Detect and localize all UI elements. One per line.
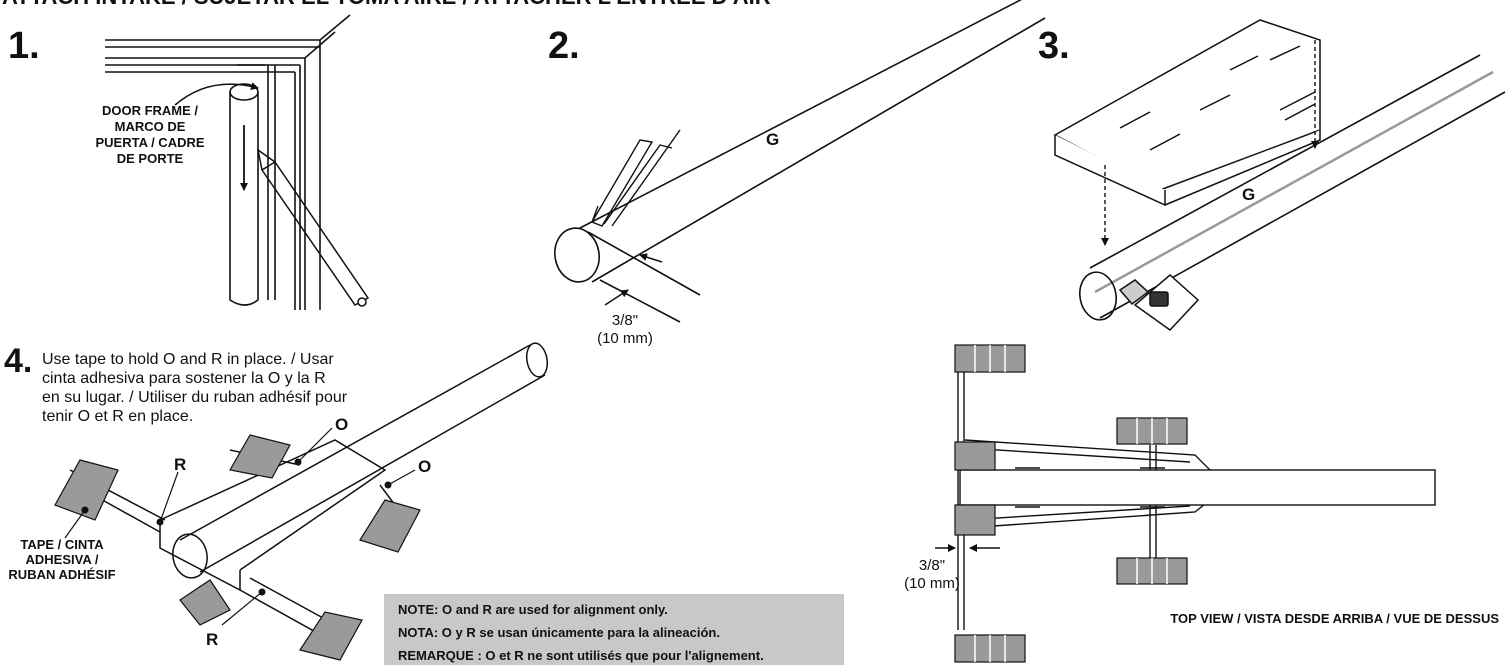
tape-label-3: RUBAN ADHÉSIF [8,567,115,582]
intake-bracket-drawing [1053,19,1321,207]
part-g-label: G [766,130,779,149]
step-4-instruction-1: Use tape to hold O and R in place. / Usa… [42,351,334,368]
step-1-number: 1. [8,25,40,67]
step-2-number: 2. [548,25,580,67]
step-4-instruction-3: en su lugar. / Utiliser du ruban adhésif… [42,389,348,406]
tape-label-2: ADHESIVA / [26,552,99,567]
part-g-label: G [1242,185,1255,204]
step-3: 3. G [1038,19,1506,331]
leader-lines [64,427,416,626]
top-view-measure-mm: (10 mm) [904,575,960,592]
pencil-icon [256,148,370,307]
top-view-caption: TOP VIEW / VISTA DESDE ARRIBA / VUE DE D… [1170,611,1499,626]
door-frame-label-3: PUERTA / CADRE [95,135,204,150]
part-r-label: R [174,455,186,474]
leader-dots [81,458,392,596]
part-o-label: O [418,457,431,476]
step-4-assembly-drawing [69,342,549,641]
door-frame-label-2: MARCO DE [115,119,186,134]
top-view-measure-inch: 3/8" [919,557,945,574]
door-frame-label-1: DOOR FRAME / [102,103,198,118]
top-view-drawing [957,372,1436,630]
glue-bottle-icon [1118,274,1200,331]
part-o-label: O [335,415,348,434]
page-title: ATTACH INTAKE / SUJETAR EL TOMA AIRE / A… [2,0,771,9]
curved-arrow-icon [174,82,259,106]
step-1: 1. DOOR FRAME / MARCO DE [8,14,370,310]
door-frame-label-4: DE PORTE [117,151,184,166]
tape-strip [54,434,421,661]
note-line-fr: REMARQUE : O et R ne sont utilisés que p… [398,648,764,663]
note-line-es: NOTA: O y R se usan únicamente para la a… [398,625,720,640]
step-4-instruction-4: tenir O et R en place. [42,408,193,425]
tube-g-drawing [554,0,1046,323]
note-line-en: NOTE: O and R are used for alignment onl… [398,602,668,617]
top-view: 3/8" (10 mm) TOP VIEW / VISTA DESDE ARRI… [904,344,1499,663]
tape-seams [974,345,1168,662]
door-frame-drawing [105,14,351,310]
part-r-label: R [206,630,218,649]
step-4: 4. Use tape to hold O and R in place. / … [4,342,549,661]
measure-mm: (10 mm) [597,330,653,347]
note-box: NOTE: O and R are used for alignment onl… [384,594,844,665]
tape-label-1: TAPE / CINTA [20,537,104,552]
step-3-number: 3. [1038,25,1070,67]
measure-inch: 3/8" [612,312,638,329]
measure-arrow-icon [639,253,663,263]
step-4-instruction-2: cinta adhesiva para sostener la O y la R [42,370,326,387]
pencil-icon [590,129,681,227]
step-2: 2. G 3/8" (10 mm) [548,0,1046,347]
step-4-number: 4. [4,342,32,380]
measure-arrow-icon [604,289,629,306]
